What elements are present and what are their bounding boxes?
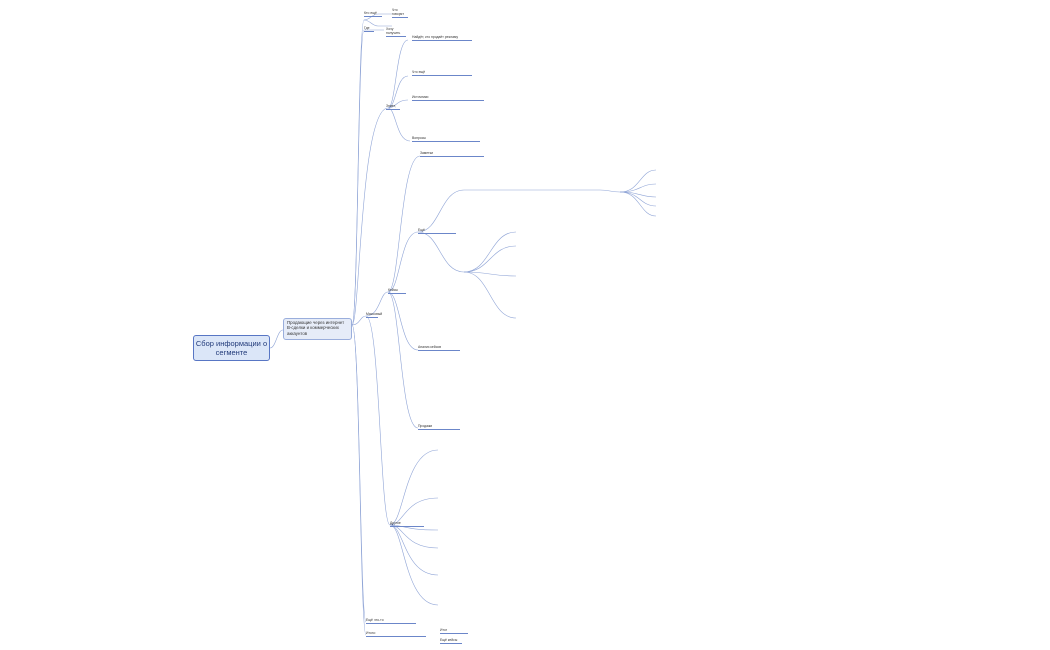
node-what-say[interactable]: Что говорят xyxy=(392,8,408,19)
main-topic-title: Продающие через интернет B-сделки и комм… xyxy=(287,320,345,336)
node-label: Найдёт, кто продаёт рекламу xyxy=(412,35,459,39)
node-ideas[interactable]: Что ещё xyxy=(412,70,472,76)
node-dim[interactable]: Ещё что-то xyxy=(366,618,416,624)
node-knows[interactable]: Знает, xyxy=(386,104,400,110)
node-label: Продажи xyxy=(418,424,433,428)
node-cases-analysis[interactable]: Анализ кейсов xyxy=(418,345,460,351)
node-cases[interactable]: Кейсы xyxy=(388,288,406,294)
node-label: Массовый xyxy=(366,312,383,316)
node-label: Итог xyxy=(440,628,448,632)
node-end-a[interactable]: Итого: xyxy=(366,631,426,637)
node-sales[interactable]: Продажи xyxy=(418,424,460,430)
node-found-info[interactable]: Найдёт, кто продаёт рекламу xyxy=(412,35,472,41)
node-label: Ещё кейсы xyxy=(440,638,458,642)
node-more[interactable]: Ещё xyxy=(418,228,456,234)
node-label: Что говорят xyxy=(392,8,404,17)
node-label: Вопросы xyxy=(412,136,426,140)
node-label: Кто ещё xyxy=(364,11,377,15)
node-label: Итого: xyxy=(366,631,376,635)
node-label: Другое xyxy=(390,521,401,525)
node-sources[interactable]: Источники xyxy=(412,95,484,101)
node-label: Ещё что-то xyxy=(366,618,384,622)
node-label: Кейсы xyxy=(388,288,398,292)
root-node[interactable]: Сбор информации о сегменте xyxy=(193,335,270,361)
node-want[interactable]: Хочу получить xyxy=(386,27,406,38)
node-label: Хочу получить xyxy=(386,27,401,36)
node-mass[interactable]: Массовый xyxy=(366,312,383,318)
node-questions[interactable]: Вопросы xyxy=(412,136,480,142)
node-label: Источники xyxy=(412,95,429,99)
node-where[interactable]: Где xyxy=(364,26,374,32)
node-notes[interactable]: Заметки xyxy=(420,151,484,157)
node-who[interactable]: Кто ещё xyxy=(364,11,382,17)
node-label: Ещё xyxy=(418,228,425,232)
node-label: Заметки xyxy=(420,151,433,155)
root-title: Сбор информации о сегменте xyxy=(195,339,268,357)
node-end-b[interactable]: Итог xyxy=(440,628,468,634)
node-label: Что ещё xyxy=(412,70,426,74)
main-topic-node[interactable]: Продающие через интернет B-сделки и комм… xyxy=(283,318,352,340)
node-other[interactable]: Другое xyxy=(390,521,424,527)
node-label: Знает, xyxy=(386,104,396,108)
node-more-cases[interactable]: Ещё кейсы xyxy=(440,638,462,644)
node-label: Анализ кейсов xyxy=(418,345,442,349)
node-label: Где xyxy=(364,26,370,30)
